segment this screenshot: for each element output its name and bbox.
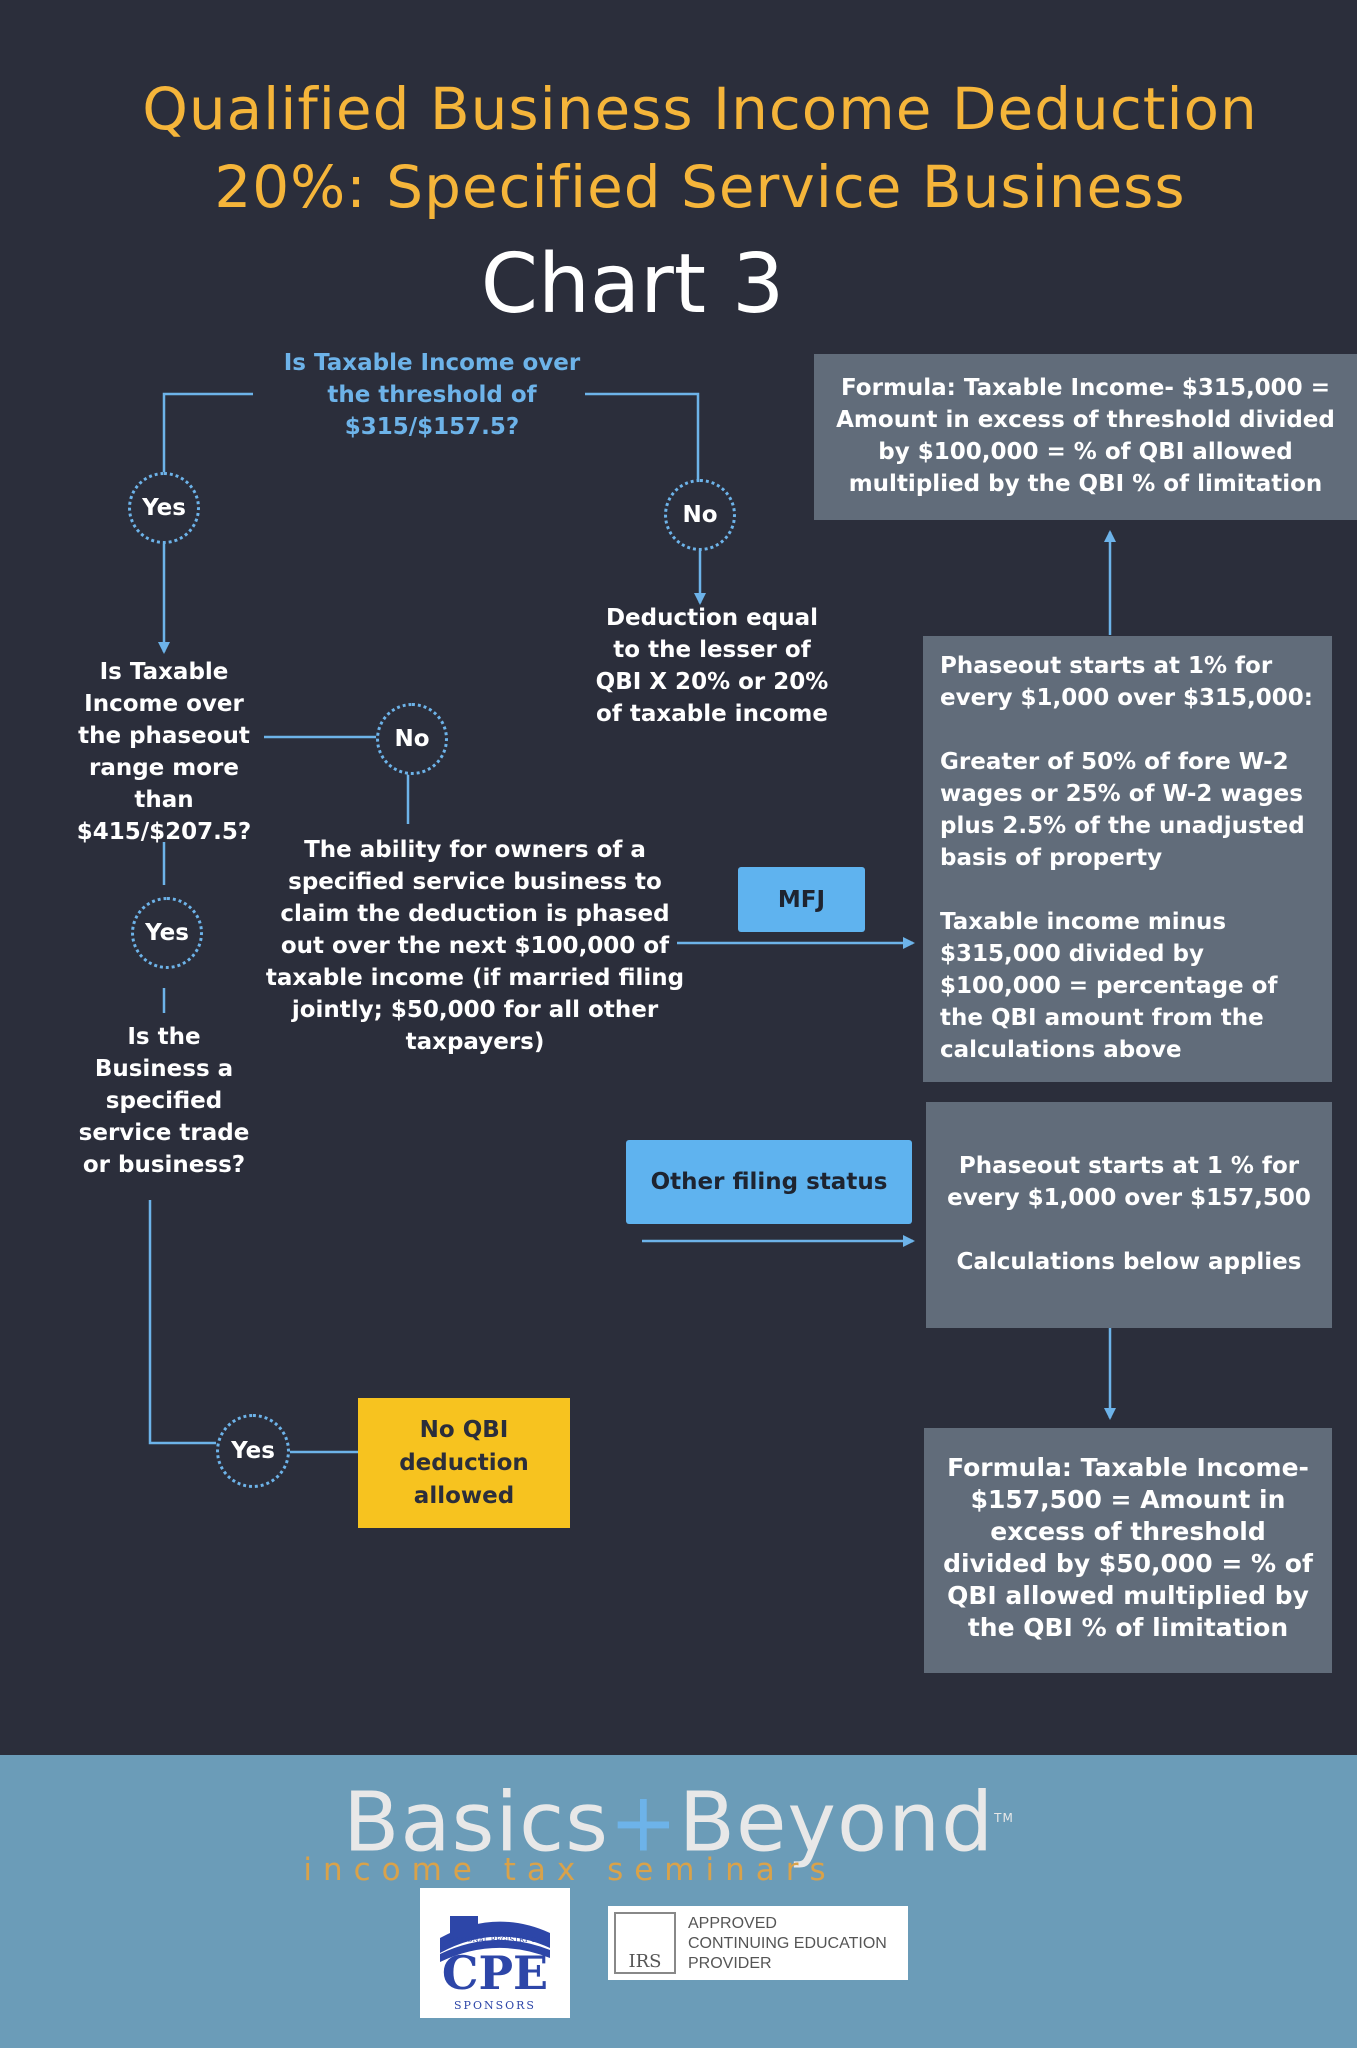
- connector-q1-yes: [162, 392, 253, 472]
- irs-mark: IRS: [628, 1951, 662, 1972]
- brand-right: Beyond: [678, 1775, 995, 1871]
- mfj-button[interactable]: MFJ: [738, 867, 865, 932]
- brand-tm: TM: [994, 1811, 1014, 1825]
- other-calc-note: Calculations below applies: [956, 1249, 1302, 1275]
- brand-plus: +: [609, 1775, 679, 1871]
- mfj-w2-wages: Greater of 50% of fore W-2 wages or 25% …: [940, 749, 1305, 871]
- q1-no-circle: No: [664, 479, 736, 551]
- cpe-bottom-text: SPONSORS: [454, 1999, 536, 2012]
- mfj-phaseout-start: Phaseout starts at 1% for every $1,000 o…: [940, 653, 1313, 711]
- flow-connectors: [148, 392, 1116, 1454]
- irs-line-3: PROVIDER: [688, 1955, 772, 1972]
- no-result-text: Deduction equal to the lesser of QBI X 2…: [595, 605, 829, 727]
- brand-tagline: income tax seminars: [303, 1852, 837, 1888]
- brand-logo: Basics+BeyondTM: [0, 1773, 1357, 1868]
- irs-line-1: APPROVED: [688, 1915, 777, 1932]
- cpe-top-text: NATIONAL REGISTRY OF: [448, 1936, 542, 1944]
- q2-no-circle: No: [376, 703, 448, 775]
- q2-yes-circle: Yes: [131, 897, 203, 969]
- chart-label: Chart 3: [480, 237, 785, 332]
- title-line-1: Qualified Business Income Deduction: [142, 75, 1258, 143]
- mfj-percentage-calc: Taxable income minus $315,000 divided by…: [940, 909, 1278, 1063]
- footer: [0, 1755, 1357, 2048]
- mfj-phaseout-box: Phaseout starts at 1% for every $1,000 o…: [923, 636, 1332, 1082]
- page-title: Qualified Business Income Deduction 20%:…: [0, 70, 1357, 226]
- title-line-2: 20%: Specified Service Business: [214, 153, 1186, 221]
- irs-provider-logo: IRS APPROVED CONTINUING EDUCATION PROVID…: [608, 1906, 908, 1980]
- formula-mfj-box: Formula: Taxable Income- $315,000 = Amou…: [814, 354, 1357, 520]
- q3-yes-circle: Yes: [216, 1414, 290, 1488]
- other-phaseout-start: Phaseout starts at 1 % for every $1,000 …: [947, 1153, 1311, 1211]
- phaseout-description: The ability for owners of a specified se…: [265, 837, 685, 1055]
- q1-yes-circle: Yes: [128, 472, 200, 544]
- cpe-main-text: CPE: [441, 1946, 549, 2000]
- cpe-sponsors-logo: NATIONAL REGISTRY OF CPE SPONSORS: [420, 1888, 570, 2018]
- irs-eagle-icon: IRS: [614, 1912, 676, 1974]
- no-qbi-box: No QBI deduction allowed: [358, 1398, 570, 1528]
- other-filing-status-button[interactable]: Other filing status: [626, 1140, 912, 1224]
- cpe-flag-icon: [440, 1916, 550, 1962]
- brand-left: Basics: [343, 1775, 609, 1871]
- question-threshold: Is Taxable Income over the threshold of …: [283, 350, 581, 440]
- irs-line-2: CONTINUING EDUCATION: [688, 1935, 887, 1952]
- other-phaseout-box: Phaseout starts at 1 % for every $1,000 …: [926, 1102, 1332, 1328]
- formula-other-box: Formula: Taxable Income- $157,500 = Amou…: [924, 1428, 1332, 1673]
- connector-q1-no: [585, 392, 700, 480]
- question-specified-service: Is the Business a specified service trad…: [78, 1024, 250, 1178]
- connector-q3-yes: [148, 1200, 216, 1445]
- question-phaseout-range: Is Taxable Income over the phaseout rang…: [76, 659, 252, 845]
